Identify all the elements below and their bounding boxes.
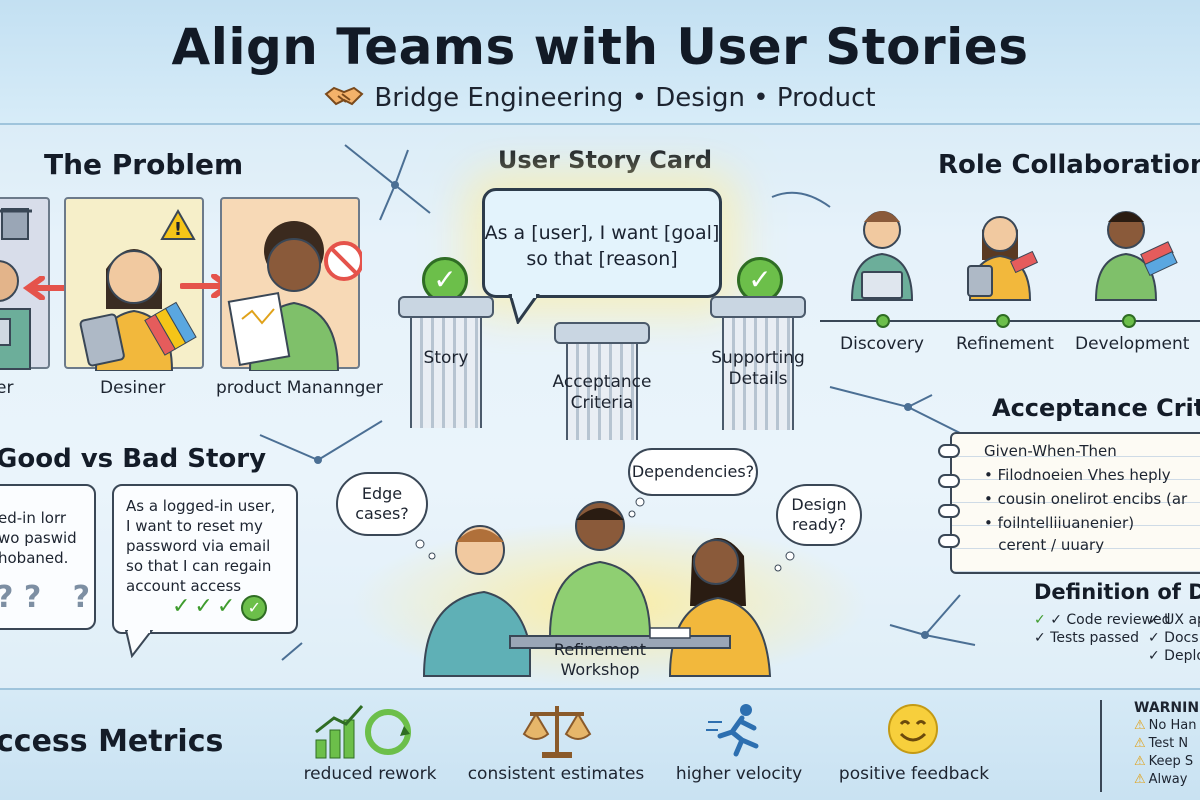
story-pillar-label: Story <box>423 348 469 368</box>
acceptance-pillar-cap <box>554 322 650 344</box>
good-story-card <box>112 484 298 634</box>
story-card <box>482 188 722 298</box>
story-pillar <box>410 318 482 428</box>
warning-icon <box>160 208 196 240</box>
bubble-edge-cases: Edge cases? <box>336 472 428 536</box>
subtitle-text: Bridge Engineering • Design • Product <box>374 83 876 113</box>
metric-label-velocity: higher velocity <box>675 764 803 784</box>
workshop-person-left <box>422 525 531 677</box>
product-manager-panel <box>220 197 364 372</box>
dod-item-code-reviewed: ✓ ✓ Code reviewed <box>1034 612 1171 628</box>
workshop-person-center <box>548 501 652 637</box>
bubble-design-ready: Design ready? <box>776 484 862 546</box>
designer-panel: ! <box>64 197 204 372</box>
acceptance-line-2: • Filodnoeien Vhes heply <box>984 466 1171 484</box>
discovery-dot <box>876 314 890 328</box>
dod-heading: Definition of Do <box>1034 580 1200 604</box>
spiral-ring-3 <box>938 504 960 518</box>
phase-timeline <box>820 320 1200 322</box>
dod-item-docs: ✓ Docs <box>1148 630 1199 646</box>
warning-item-2: ⚠Test N <box>1134 736 1189 751</box>
engineer-panel <box>0 197 50 370</box>
connector-lines <box>259 144 976 661</box>
warning-triangle-icon: ⚠ <box>1134 754 1146 769</box>
metric-label-estimates: consistent estimates <box>467 764 645 784</box>
svg-text:!: ! <box>174 219 182 240</box>
details-pillar-label: Supporting Details <box>711 348 805 389</box>
warnings-heading: WARNIN <box>1134 700 1200 716</box>
warning-item-1: ⚠No Han <box>1134 718 1197 733</box>
page-subtitle: Bridge Engineering • Design • Product <box>0 82 1200 115</box>
bar-growth-icon <box>312 702 412 764</box>
phase-discovery: Discovery <box>840 334 924 354</box>
development-dot <box>1122 314 1136 328</box>
acceptance-heading: Acceptance Crite <box>992 394 1200 422</box>
details-check-icon: ✓ <box>737 257 783 303</box>
header-band <box>0 0 1200 125</box>
spiral-ring-2 <box>938 474 960 488</box>
bad-story-card <box>0 484 96 630</box>
good-story-checks: ✓✓✓✓ <box>172 594 268 621</box>
workshop-person-right <box>668 538 772 677</box>
spiral-ring-4 <box>938 534 960 548</box>
metrics-heading: ccess Metrics <box>0 724 224 759</box>
acceptance-line-1: Given-When-Then <box>984 442 1117 460</box>
warning-item-4: ⚠Alway <box>1134 772 1188 787</box>
problem-heading: The Problem <box>44 148 244 181</box>
metric-label-rework: reduced rework <box>303 764 437 784</box>
good-story-tail <box>124 630 154 658</box>
story-card-heading: User Story Card <box>497 146 713 174</box>
handshake-icon <box>324 82 364 115</box>
designer-illustration: ! <box>79 208 197 372</box>
page-title: Align Teams with User Stories <box>171 18 1029 76</box>
bad-story-question-marks: ? ? ? <box>0 580 90 615</box>
footer-divider <box>1100 700 1102 792</box>
story-pillar-cap <box>398 296 494 318</box>
footer-band <box>0 688 1200 800</box>
discovery-person <box>850 211 914 301</box>
role-label-engineer: er <box>0 378 14 398</box>
phase-development: Development <box>1075 334 1190 354</box>
warning-triangle-icon: ⚠ <box>1134 772 1146 787</box>
dod-item-ux: ✓ UX ap <box>1148 612 1200 628</box>
refinement-person <box>967 216 1039 301</box>
details-pillar <box>722 318 794 430</box>
role-label-product-manager: product Manannger <box>216 378 383 398</box>
role-label-designer: Desiner <box>100 378 166 398</box>
acceptance-notebook <box>950 432 1200 574</box>
story-card-text: As a [user], I want [goal] so that [reas… <box>484 222 720 270</box>
good-story-text: As a logged-in user, I want to reset my … <box>126 497 276 595</box>
smiley-icon <box>886 702 940 760</box>
bad-story-text: ed-in lorr wo paswid hobaned. <box>0 509 77 567</box>
acceptance-line-4: • foilntelliiuanenier) <box>984 514 1135 532</box>
trash-icon <box>1 208 29 240</box>
engineer-illustration <box>0 208 32 370</box>
warning-triangle-icon: ⚠ <box>1134 736 1146 751</box>
phase-refinement: Refinement <box>956 334 1054 354</box>
scales-icon <box>522 700 592 764</box>
product-manager-illustration <box>227 221 364 372</box>
dod-item-tests-passed: ✓ Tests passed <box>1034 630 1140 646</box>
metric-label-feedback: positive feedback <box>838 764 990 784</box>
development-person <box>1094 211 1178 301</box>
warning-triangle-icon: ⚠ <box>1134 718 1146 733</box>
bubble-dependencies: Dependencies? <box>628 448 758 496</box>
workshop-label: Refinement Workshop <box>553 640 647 679</box>
role-figures <box>850 211 1178 301</box>
acceptance-pillar <box>566 344 638 440</box>
story-card-tail <box>508 294 540 324</box>
roles-heading: Role Collaboration <box>938 150 1200 180</box>
runner-icon <box>706 702 766 762</box>
good-story-check-badge: ✓ <box>241 595 268 621</box>
good-bad-heading: Good vs Bad Story <box>0 444 267 474</box>
acceptance-line-3: • cousin onelirot encibs (ar <box>984 490 1188 508</box>
acceptance-pillar-label: Acceptance Criteria <box>552 372 652 413</box>
details-pillar-cap <box>710 296 806 318</box>
refinement-dot <box>996 314 1010 328</box>
workshop-illustration <box>415 497 795 677</box>
acceptance-line-5: cerent / uuary <box>984 536 1105 554</box>
dod-item-deploy: ✓ Deplo <box>1148 648 1200 664</box>
spiral-ring-1 <box>938 444 960 458</box>
warning-item-3: ⚠Keep S <box>1134 754 1194 769</box>
